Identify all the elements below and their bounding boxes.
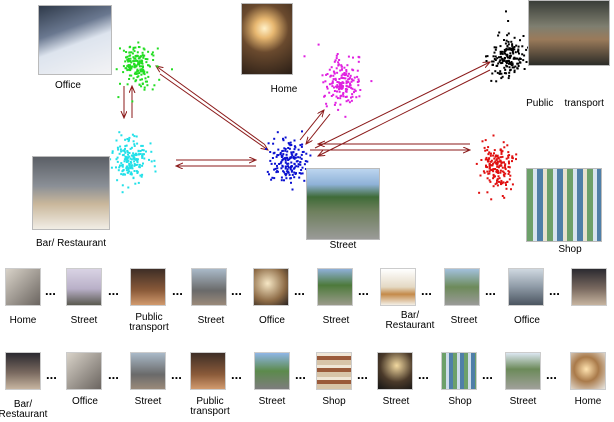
seq2-thumb-1	[5, 352, 41, 390]
seq1-sep-7: ...	[421, 283, 432, 298]
seq2-sep-3: ...	[171, 367, 182, 382]
seq2-thumb-10	[570, 352, 606, 390]
seq2-label-1: Bar/ Restaurant	[0, 399, 48, 420]
sequence-row-2: ... ... ... ... ... ... ... ... ... Bar/…	[0, 350, 614, 422]
seq2-sep-6: ...	[357, 367, 368, 382]
seq1-thumb-9	[508, 268, 544, 306]
office-cluster	[115, 41, 173, 103]
seq2-sep-1: ...	[46, 367, 57, 382]
street-label: Street	[329, 240, 357, 251]
seq1-thumb-8	[444, 268, 480, 306]
seq2-thumb-4	[190, 352, 226, 390]
seq1-thumb-3	[130, 268, 166, 306]
seq2-thumb-9	[505, 352, 541, 390]
seq1-label-6: Street	[322, 315, 350, 326]
seq1-label-9: Office	[514, 315, 540, 326]
seq1-label-4: Street	[197, 315, 225, 326]
seq1-label-7: Bar/ Restaurant	[385, 310, 435, 331]
transition-arrow	[156, 66, 265, 145]
public-transport-cluster	[485, 10, 530, 83]
seq1-thumb-1	[5, 268, 41, 306]
seq1-sep-9: ...	[549, 283, 560, 298]
seq2-label-8: Shop	[448, 396, 472, 407]
seq2-thumb-2	[66, 352, 102, 390]
cluster-points	[107, 10, 530, 201]
seq2-label-7: Street	[382, 396, 410, 407]
seq1-sep-8: ...	[485, 283, 496, 298]
street-cluster	[265, 130, 312, 191]
seq2-thumb-8	[441, 352, 477, 390]
seq1-sep-6: ...	[358, 283, 369, 298]
seq2-sep-7: ...	[418, 367, 429, 382]
seq2-thumb-7	[377, 352, 413, 390]
seq1-sep-1: ...	[45, 283, 56, 298]
seq2-label-9: Street	[509, 396, 537, 407]
shop-photo	[526, 168, 602, 242]
seq1-thumb-2	[66, 268, 102, 306]
bar-restaurant-label: Bar/ Restaurant	[35, 238, 107, 249]
seq2-sep-5: ...	[295, 367, 306, 382]
seq1-label-2: Street	[70, 315, 98, 326]
seq2-sep-4: ...	[231, 367, 242, 382]
public-transport-label: Public transport	[526, 98, 604, 109]
seq1-label-3: Public transport	[129, 312, 169, 333]
transition-arrow	[299, 110, 324, 141]
seq1-thumb-7	[380, 268, 416, 306]
transition-diagram	[107, 10, 530, 201]
seq1-thumb-10	[571, 268, 607, 306]
seq1-sep-3: ...	[172, 283, 183, 298]
seq2-thumb-3	[130, 352, 166, 390]
office-photo	[38, 5, 112, 75]
home-cluster	[303, 43, 373, 118]
seq1-sep-5: ...	[294, 283, 305, 298]
seq1-thumb-4	[191, 268, 227, 306]
bar-restaurant-cluster	[107, 131, 157, 194]
seq2-label-6: Shop	[322, 396, 346, 407]
seq1-label-8: Street	[450, 315, 478, 326]
bar-restaurant-photo	[32, 156, 110, 230]
public-transport-photo	[528, 0, 610, 66]
transition-arrow	[159, 73, 268, 150]
seq1-sep-2: ...	[108, 283, 119, 298]
seq2-label-4: Public transport	[190, 396, 230, 417]
sequence-row-1: ... ... ... ... ... ... ... ... ... Home…	[0, 266, 614, 336]
transition-arrow	[314, 62, 490, 149]
seq2-sep-2: ...	[108, 367, 119, 382]
shop-cluster	[475, 134, 518, 201]
home-label: Home	[270, 84, 298, 95]
seq2-thumb-5	[254, 352, 290, 390]
seq1-label-1: Home	[9, 315, 37, 326]
transition-arrow	[318, 69, 491, 156]
seq2-sep-9: ...	[546, 367, 557, 382]
transition-arrows	[124, 62, 490, 166]
seq2-label-2: Office	[72, 396, 98, 407]
seq1-label-5: Office	[259, 315, 285, 326]
seq1-thumb-6	[317, 268, 353, 306]
seq1-sep-4: ...	[231, 283, 242, 298]
seq2-label-3: Street	[134, 396, 162, 407]
seq2-sep-8: ...	[482, 367, 493, 382]
seq2-label-10: Home	[574, 396, 602, 407]
shop-label: Shop	[558, 244, 582, 255]
seq1-thumb-5	[253, 268, 289, 306]
seq2-label-5: Street	[258, 396, 286, 407]
street-photo	[306, 168, 380, 240]
seq2-thumb-6	[316, 352, 352, 390]
transition-arrow	[306, 113, 331, 144]
office-label: Office	[55, 80, 81, 91]
home-photo	[241, 3, 293, 75]
